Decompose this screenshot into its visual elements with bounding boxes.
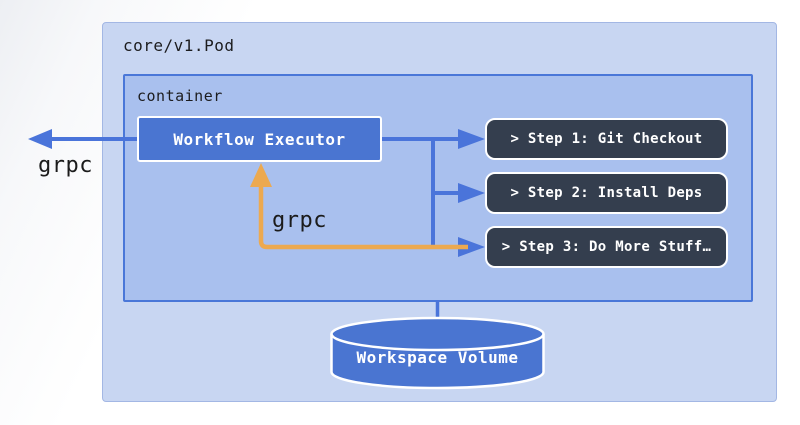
- container-label: container: [137, 87, 223, 105]
- step-2-node: > Step 2: Install Deps: [485, 172, 728, 214]
- grpc-internal-label: grpc: [272, 208, 327, 233]
- pod-label: core/v1.Pod: [123, 36, 235, 55]
- step-1-label: > Step 1: Git Checkout: [510, 131, 703, 147]
- grpc-out-label: grpc: [38, 153, 93, 178]
- step-3-label: > Step 3: Do More Stuff…: [501, 239, 712, 255]
- step-2-label: > Step 2: Install Deps: [510, 185, 703, 201]
- step-3-node: > Step 3: Do More Stuff…: [485, 226, 728, 268]
- step-1-node: > Step 1: Git Checkout: [485, 118, 728, 160]
- workflow-executor-label: Workflow Executor: [173, 129, 346, 149]
- workflow-executor-node: Workflow Executor: [137, 116, 382, 162]
